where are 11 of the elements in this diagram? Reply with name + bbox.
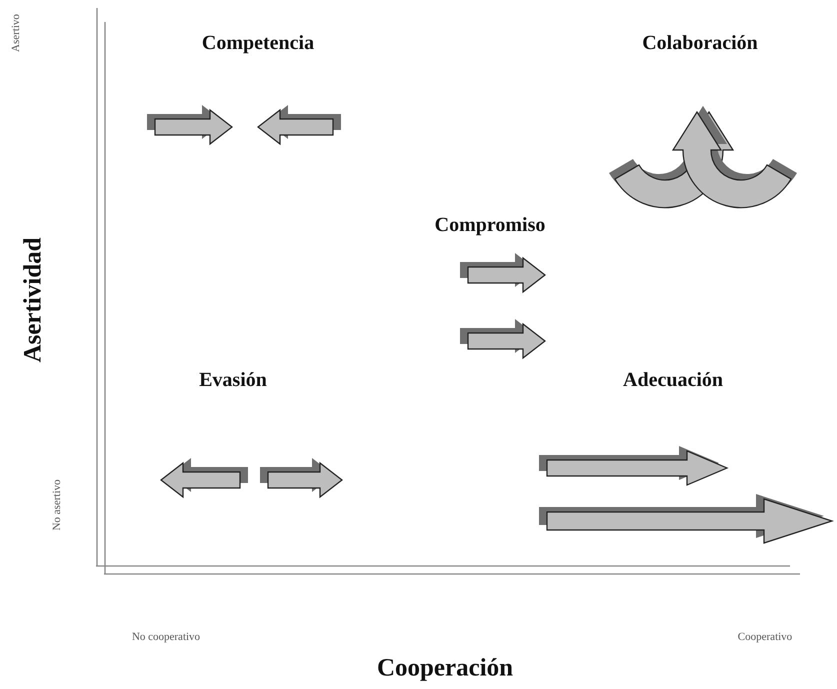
axis-end-label: Asertivo — [10, 14, 22, 52]
quadrant-title: Adecuación — [623, 369, 723, 391]
quadrant-title: Evasión — [199, 369, 267, 391]
axis-title: Asertividad — [19, 238, 47, 362]
axis-end-label: No cooperativo — [132, 630, 200, 644]
quadrant-title: Competencia — [202, 32, 314, 54]
axis-title: Cooperación — [376, 654, 514, 682]
axis-end-label: No asertivo — [50, 480, 64, 530]
axis-end-label: Cooperativo — [738, 630, 792, 644]
quadrant-title: Colaboración — [642, 32, 758, 54]
quadrant-title: Compromiso — [434, 214, 546, 236]
